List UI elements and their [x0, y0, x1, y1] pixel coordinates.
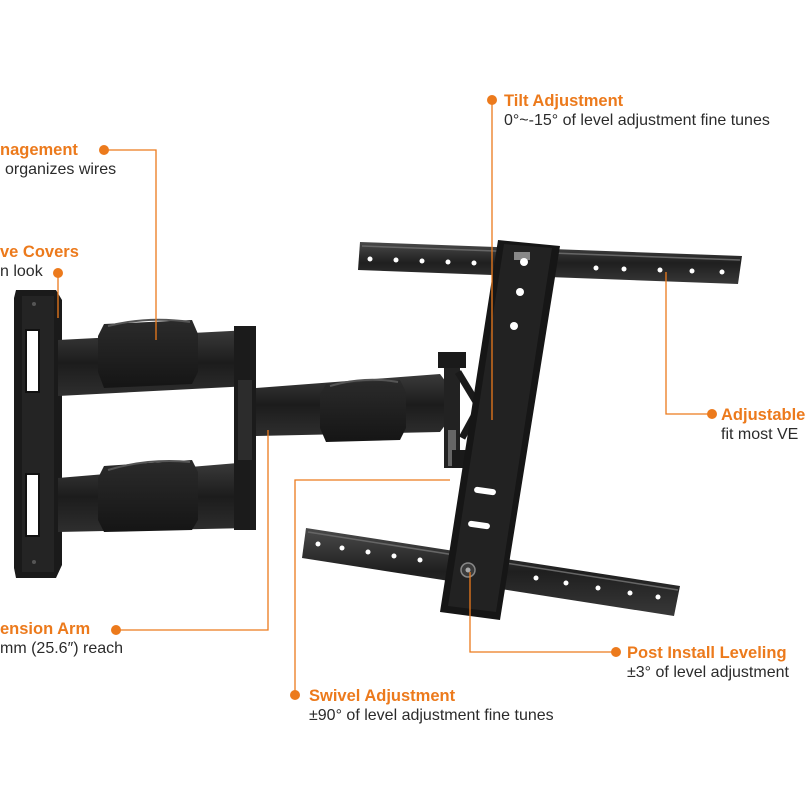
dot-extension-arm	[111, 625, 121, 635]
elbow-joint	[234, 326, 256, 530]
callout-post-install: Post Install Leveling ±3° of level adjus…	[627, 643, 789, 683]
callout-desc: fit most VE	[721, 426, 799, 443]
leader-adjustable	[665, 272, 712, 415]
callout-adjustable: Adjustable fit most VE	[721, 405, 805, 445]
lower-arm	[58, 460, 256, 532]
mounting-plate	[440, 240, 560, 620]
callout-tilt: Tilt Adjustment 0°~-15° of level adjustm…	[504, 91, 770, 131]
callout-covers: ve Covers n look	[0, 242, 79, 282]
callout-desc: ±90° of level adjustment fine tunes	[309, 707, 554, 724]
callout-title: nagement	[0, 141, 78, 159]
dot-cable-management	[99, 145, 109, 155]
leader-swivel	[294, 479, 450, 695]
dot-covers	[53, 268, 63, 278]
wall-plate	[14, 290, 62, 578]
dot-swivel	[290, 690, 300, 700]
callout-cable-management: nagement organizes wires	[0, 140, 116, 180]
callout-desc: mm (25.6″) reach	[0, 640, 124, 657]
callout-title: ension Arm	[0, 620, 91, 638]
callout-title: Post Install Leveling	[627, 644, 787, 662]
callout-title: ve Covers	[0, 243, 79, 261]
dot-adjustable	[707, 409, 717, 419]
callout-title: Tilt Adjustment	[504, 92, 624, 110]
callout-desc: organizes wires	[5, 161, 117, 178]
leader-post-install	[469, 572, 616, 653]
callout-desc: ±3° of level adjustment	[627, 664, 789, 681]
leader-cable-management	[104, 149, 157, 340]
callout-swivel: Swivel Adjustment ±90° of level adjustme…	[309, 686, 554, 726]
callout-leaders	[57, 100, 712, 695]
extension-arm	[256, 374, 446, 442]
leader-extension-arm	[116, 430, 269, 631]
dot-tilt	[487, 95, 497, 105]
dot-post-install	[611, 647, 621, 657]
callout-title: Swivel Adjustment	[309, 687, 456, 705]
callout-extension-arm: ension Arm mm (25.6″) reach	[0, 619, 123, 659]
upper-arm	[58, 318, 256, 396]
callout-desc: n look	[0, 263, 43, 280]
callout-title: Adjustable	[721, 406, 806, 424]
callout-desc: 0°~-15° of level adjustment fine tunes	[504, 112, 770, 129]
callout-dots	[53, 95, 717, 700]
